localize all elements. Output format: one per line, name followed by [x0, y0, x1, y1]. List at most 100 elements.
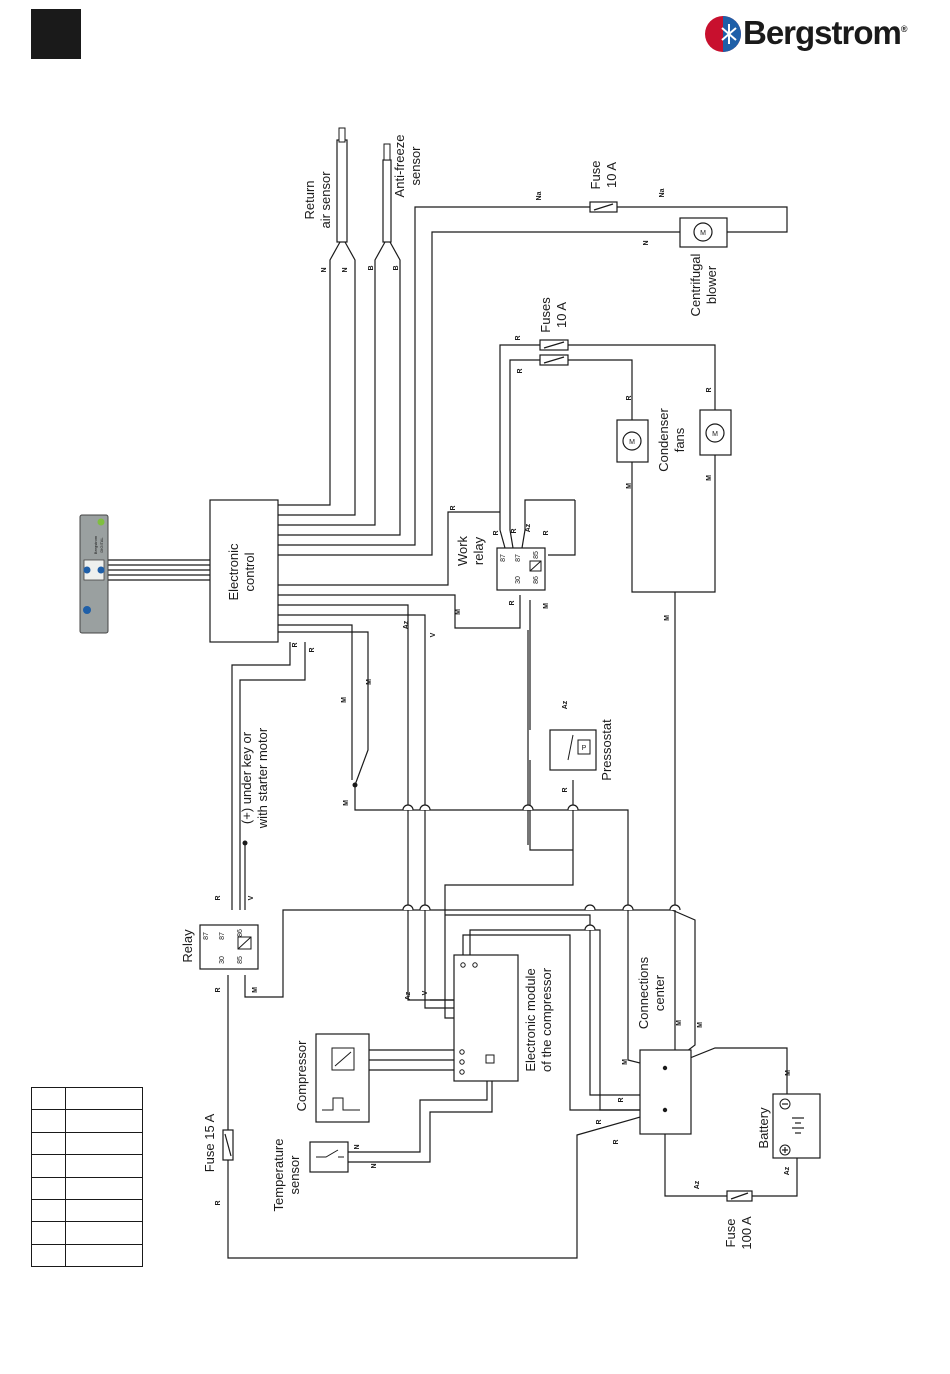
work-relay-label-2: relay [471, 536, 486, 565]
wire-label: M [543, 603, 550, 609]
junction-dot [662, 1065, 668, 1071]
wire-label: Az [784, 1166, 791, 1175]
motor-symbol: M [712, 431, 718, 438]
wire-label: M [455, 609, 462, 615]
legend-cell [65, 1086, 143, 1111]
wire-label: R [618, 1097, 625, 1102]
wire-label: B [368, 265, 375, 270]
component-labels: Return air sensor Anti-freeze sensor Fus… [180, 135, 771, 1250]
wire-label: M [676, 1020, 683, 1026]
wire-label: R [511, 528, 518, 533]
wire-label: R [596, 1119, 603, 1124]
electronic-module-label-1: Electronic module [523, 968, 538, 1071]
junction-dot [662, 1107, 668, 1113]
pressostat: P [549, 729, 597, 771]
work-relay-label-1: Work [455, 535, 470, 566]
antifreeze-sensor-label-2: sensor [408, 146, 423, 186]
condenser-fan-motor-2: M [699, 409, 732, 456]
corner-marker [31, 9, 81, 59]
legend-row [31, 1198, 143, 1223]
legend-table [31, 1086, 143, 1268]
wire-label: R [509, 600, 516, 605]
relay-pin-87: 87 [203, 932, 210, 940]
wire-label: Az [403, 620, 410, 629]
wire-label: M [706, 475, 713, 481]
key-supply-label-2: with starter motor [255, 727, 270, 829]
wire-label: Az [405, 991, 412, 1000]
return-air-sensor-label-1: Return [302, 180, 317, 219]
wire-label: N [342, 267, 349, 272]
wire-label: R [515, 335, 522, 340]
wire-label: R [562, 787, 569, 792]
fuse-100a-label-1: Fuse [723, 1219, 738, 1248]
wire-label: B [393, 265, 400, 270]
legend-row [31, 1109, 143, 1133]
work-relay-pin-87: 87 [500, 554, 507, 562]
key-supply-terminal [242, 840, 248, 846]
wire-label: R [215, 987, 222, 992]
wire-label: M [252, 987, 259, 993]
battery-label: Battery [756, 1107, 771, 1149]
registered-mark: ® [900, 24, 908, 34]
condenser-fan-motor-1: M [616, 419, 649, 463]
legend-cell [65, 1243, 143, 1268]
wire-label: M [341, 697, 348, 703]
work-relay-pin-87a: 87 [515, 554, 522, 562]
relay-pin-87a: 87 [219, 932, 226, 940]
legend-cell [65, 1154, 143, 1178]
condenser-fans-label-1: Condenser [656, 408, 671, 472]
relay-pin-86: 86 [237, 929, 244, 937]
compressor-label: Compressor [294, 1040, 309, 1111]
relay-label: Relay [180, 929, 195, 963]
wire-label: M [664, 615, 671, 621]
wire-label: Na [659, 188, 666, 197]
electronic-control-label-1: Electronic [226, 543, 241, 601]
wire-label: R [613, 1139, 620, 1144]
control-panel: Bergstrom DIGITAL [79, 514, 109, 634]
wire-label: V [430, 632, 437, 637]
return-air-sensor-label-2: air sensor [318, 171, 333, 229]
fuse-10a-fan-1 [539, 339, 569, 351]
legend-cell [65, 1221, 143, 1245]
legend-cell [31, 1086, 66, 1111]
wire-label: V [422, 990, 429, 995]
wire-label: N [371, 1163, 378, 1168]
compressor [315, 1033, 370, 1123]
antifreeze-sensor-label-1: Anti-freeze [392, 135, 407, 198]
antifreeze-sensor [382, 143, 392, 243]
wire-label: R [517, 368, 524, 373]
work-relay: 87 87 85 30 86 [496, 547, 546, 591]
electronic-module-label-2: of the compressor [539, 967, 554, 1072]
legend-row [31, 1154, 143, 1178]
wire-labels: N N B B Na Na N R R R R M M R R R Az R R… [215, 188, 792, 1205]
return-air-sensor [336, 127, 348, 243]
wire-crossings [402, 804, 681, 931]
wire-label: Na [536, 191, 543, 200]
wire-label: Az [562, 700, 569, 709]
work-relay-pin-85: 85 [533, 551, 540, 559]
legend-row [31, 1176, 143, 1200]
centrifugal-blower-motor: M [679, 217, 728, 248]
legend-cell [31, 1154, 66, 1178]
wire-label: M [366, 679, 373, 685]
legend-row [31, 1221, 143, 1245]
wire-label: R [450, 505, 457, 510]
legend-cell [65, 1131, 143, 1156]
panel-model-text: DIGITAL [99, 537, 104, 553]
wire-label: R [706, 387, 713, 392]
centrifugal-blower-label-1: Centrifugal [688, 253, 703, 316]
connections-center-label-1: Connections [636, 956, 651, 1029]
fuse-15a [222, 1129, 234, 1161]
fuses-10a-label-1: Fuses [538, 297, 553, 333]
legend-cell [31, 1131, 66, 1156]
relay-pin-85: 85 [237, 956, 244, 964]
wire-label: M [785, 1070, 792, 1076]
fuse-15a-label: Fuse 15 A [202, 1113, 217, 1172]
temperature-sensor-label-1: Temperature [271, 1139, 286, 1212]
legend-cell [31, 1221, 66, 1245]
work-relay-pin-30: 30 [515, 576, 522, 584]
relay-pin-30: 30 [219, 956, 226, 964]
key-supply-label-1: (+) under key or [239, 731, 254, 824]
wire-label: R [215, 895, 222, 900]
pressostat-symbol: P [582, 745, 587, 752]
